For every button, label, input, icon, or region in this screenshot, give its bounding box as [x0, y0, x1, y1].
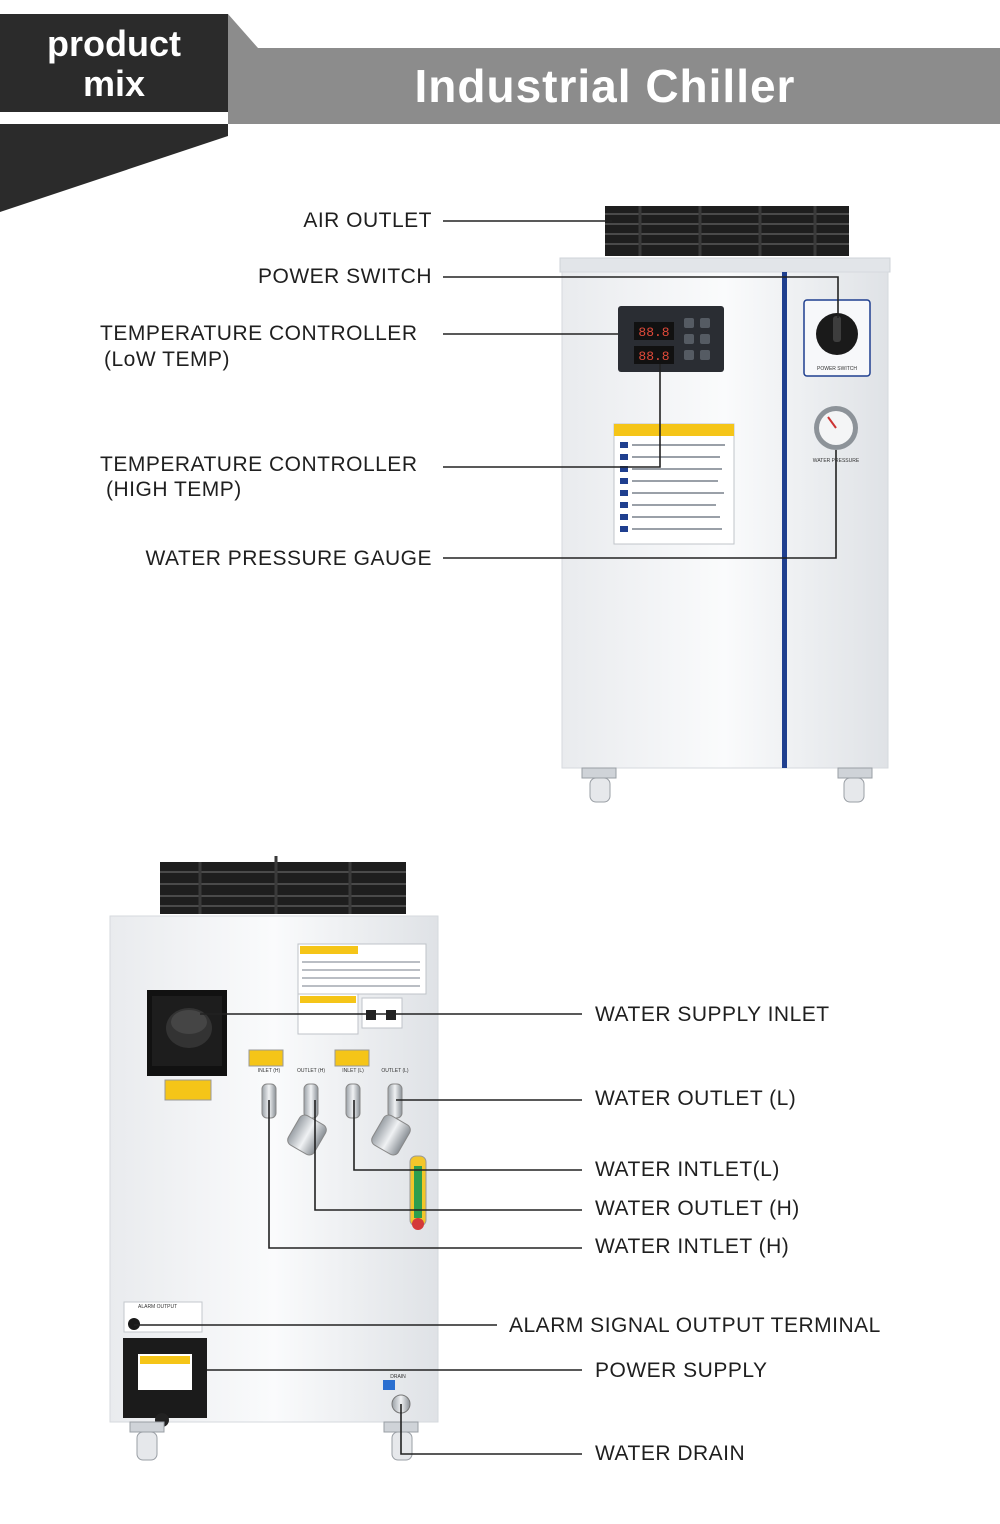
- front-casters: [581, 767, 873, 803]
- product-mix-badge: product mix: [0, 24, 228, 104]
- callout-water-supply-inlet: WATER SUPPLY INLET: [595, 1003, 830, 1026]
- callout-water-drain: WATER DRAIN: [595, 1442, 746, 1465]
- callout-alarm-terminal: ALARM SIGNAL OUTPUT TERMINAL: [509, 1314, 881, 1337]
- port-label-inlet-l: INLET (L): [342, 1068, 364, 1074]
- title-bar: [0, 14, 1000, 124]
- rear-leader-lines: [134, 1013, 582, 1455]
- pipe-fittings: [261, 1083, 411, 1156]
- callout-power-switch: POWER SWITCH: [258, 265, 432, 288]
- callout-air-outlet: AIR OUTLET: [303, 209, 432, 232]
- page-title: Industrial Chiller: [414, 60, 796, 112]
- drain-panel-label: DRAIN: [390, 1374, 406, 1380]
- badge-line2: mix: [82, 63, 146, 104]
- svg-text:88.8: 88.8: [638, 325, 669, 340]
- rear-unit: INLET (H) OUTLET (H) INLET (L) OUTLET (L…: [109, 856, 439, 1461]
- rear-casters: [129, 1421, 419, 1461]
- front-blue-stripe: [782, 272, 787, 768]
- callout-power-supply: POWER SUPPLY: [595, 1359, 768, 1382]
- port-label-inlet-h: INLET (H): [258, 1068, 281, 1074]
- rear-nameplate: [297, 943, 427, 1035]
- badge-wedge: [0, 124, 228, 212]
- header-graphic: [0, 14, 1000, 212]
- alarm-terminal: ALARM OUTPUT: [123, 1301, 203, 1333]
- callout-water-outlet-l: WATER OUTLET (L): [595, 1087, 797, 1110]
- alarm-panel-label: ALARM OUTPUT: [138, 1304, 177, 1310]
- water-supply-inlet: [147, 990, 227, 1076]
- callout-temp-controller-high-sub: (HIGH TEMP): [106, 478, 242, 501]
- svg-text:88.8: 88.8: [638, 349, 669, 364]
- front-unit: 88.8 88.8: [559, 206, 891, 803]
- power-switch: POWER SWITCH: [803, 299, 871, 377]
- port-label-outlet-l: OUTLET (L): [381, 1068, 408, 1074]
- callout-water-outlet-h: WATER OUTLET (H): [595, 1197, 800, 1220]
- callout-water-inlet-l: WATER INTLET(L): [595, 1158, 780, 1181]
- badge-line1: product: [47, 23, 181, 64]
- callout-temp-controller-high: TEMPERATURE CONTROLLER: [100, 453, 418, 476]
- badge-box: [0, 14, 228, 112]
- front-fan-grille: [605, 206, 849, 256]
- water-level-gauge: [409, 1155, 427, 1230]
- temperature-controller: 88.8 88.8: [618, 306, 724, 372]
- front-leader-lines: [443, 220, 839, 559]
- callout-temp-controller-low-sub: (LoW TEMP): [104, 348, 230, 371]
- callout-temp-controller-low: TEMPERATURE CONTROLLER: [100, 322, 418, 345]
- warning-stickers: [164, 1049, 370, 1101]
- alarm-instruction-label: [613, 423, 735, 545]
- rear-fan-grille: [160, 856, 406, 914]
- port-label-outlet-h: OUTLET (H): [297, 1068, 325, 1074]
- callout-water-pressure-gauge: WATER PRESSURE GAUGE: [145, 547, 432, 570]
- power-supply-box: [123, 1338, 207, 1427]
- callout-water-inlet-h: WATER INTLET (H): [595, 1235, 790, 1258]
- power-switch-panel-label: POWER SWITCH: [817, 366, 857, 372]
